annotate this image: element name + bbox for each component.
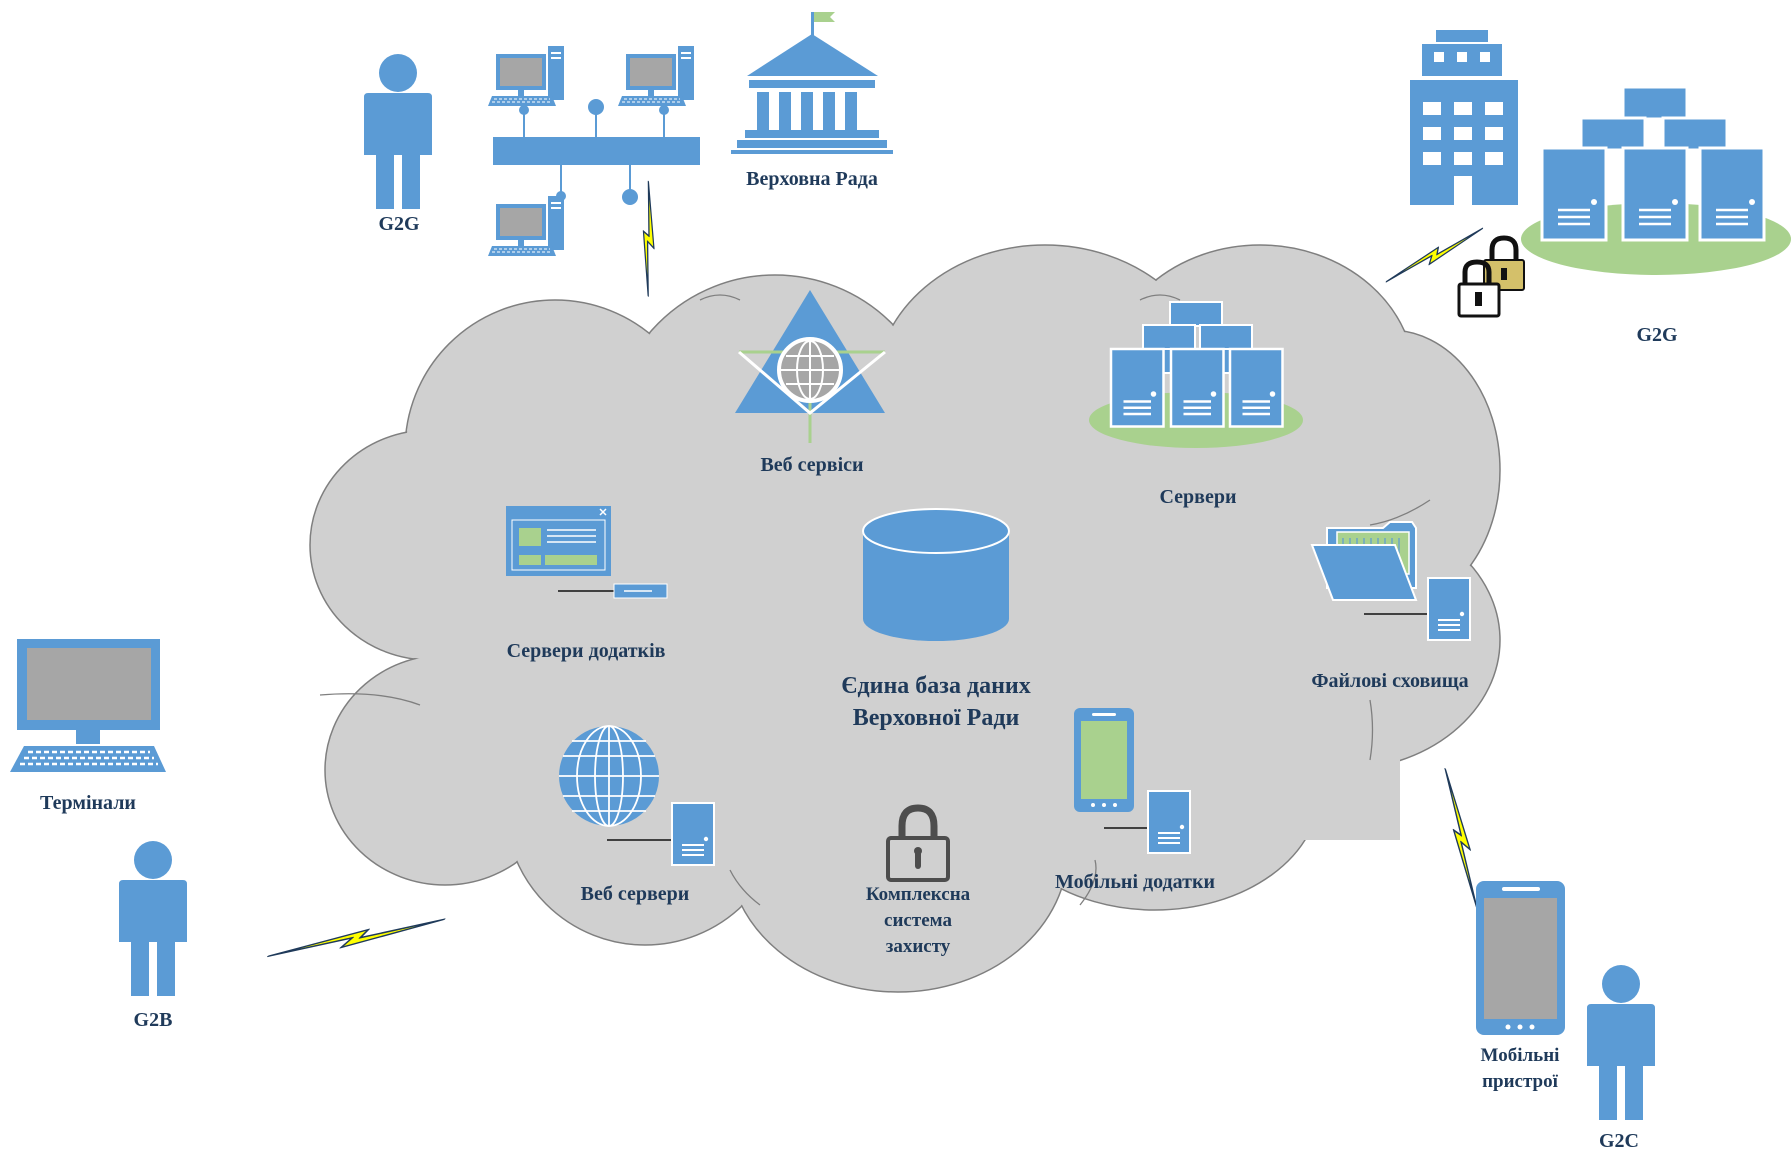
file-storage-icon [1310,521,1471,641]
mobile-devices-label: Мобільні пристрої [1440,1043,1600,1095]
security-label-line3: захисту [885,936,951,957]
servers-label: Сервери [1159,486,1237,508]
g2g-label-right: G2G [1636,324,1678,346]
parliament-building-icon [731,12,893,154]
app-servers-label: Сервери додатків [506,640,666,662]
app-server-window-icon [506,506,668,599]
lightning-bolt-bottom-left [267,876,446,1000]
network-icon [487,45,700,257]
verkhovna-rada-label: Верховна Рада [746,168,878,190]
person-icon [364,54,432,209]
mobile-apps-label: Мобільні додатки [1054,871,1216,893]
security-label: Комплексна система захисту [838,882,998,960]
security-label-line2: система [884,910,952,931]
database-label-line1: Єдина база даних [841,673,1031,699]
security-label-line1: Комплексна [865,884,971,905]
file-storage-label: Файлові сховища [1311,670,1469,692]
padlock-icons [1457,235,1525,318]
web-server-globe-icon [559,725,715,866]
g2c-label: G2C [1599,1130,1639,1152]
cloud [309,244,1501,993]
database-icon [862,508,1010,641]
web-servers-label: Веб сервери [580,883,690,905]
servers-icon [1089,301,1303,448]
web-services-label: Веб сервіси [760,454,864,476]
lightning-bolt-top-left [607,180,689,297]
data-center-icon [1521,85,1791,275]
terminal-computer-icon [10,639,166,772]
mobile-devices-line2: пристрої [1482,1071,1558,1092]
g2g-label-left: G2G [378,213,420,235]
security-padlock-icon [886,804,950,882]
office-building-icon [1410,30,1518,205]
mobile-devices-line1: Мобільні [1480,1045,1560,1066]
mobile-device-icon [1476,881,1565,1035]
mobile-app-icon [1074,708,1191,854]
terminals-label: Термінали [40,792,136,814]
person-icon [119,841,187,996]
g2b-label: G2B [133,1009,173,1031]
database-label-line2: Верховної Ради [852,705,1020,731]
database-label: Єдина база даних Верховної Ради [780,670,1092,734]
web-services-icon [735,290,886,443]
